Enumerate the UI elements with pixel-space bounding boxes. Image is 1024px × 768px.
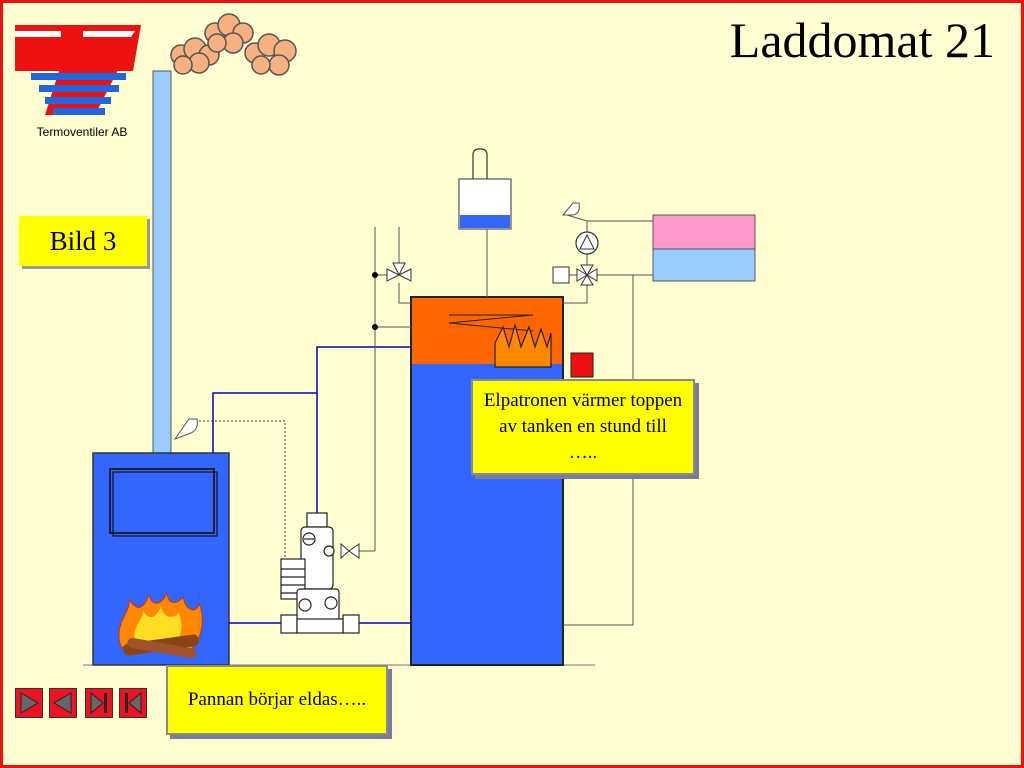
heater-note: Elpatronen värmer toppen av tanken en st… xyxy=(471,379,695,475)
last-slide-icon xyxy=(90,691,107,715)
next-slide-icon xyxy=(20,692,39,714)
heater-note-text: Elpatronen värmer toppen av tanken en st… xyxy=(483,390,683,463)
first-slide-button[interactable] xyxy=(119,688,147,718)
boiler-pipes xyxy=(212,346,411,624)
previous-slide-button[interactable] xyxy=(49,688,77,718)
first-slide-icon xyxy=(125,691,142,715)
boiler-note: Pannan börjar eldas….. xyxy=(166,665,388,735)
next-slide-button[interactable] xyxy=(15,688,43,718)
picture-label: Bild 3 xyxy=(19,216,147,266)
pump-icon xyxy=(575,231,599,255)
boiler xyxy=(92,452,230,666)
system-diagram xyxy=(15,13,756,666)
slide-title: Laddomat 21 xyxy=(729,12,995,68)
laddomat-unit-icon xyxy=(280,512,360,634)
sensor-line xyxy=(199,420,286,563)
thermostat-icon xyxy=(561,202,580,216)
fire-icon xyxy=(118,591,203,659)
company-name: Termoventiler AB xyxy=(36,125,128,139)
radiator-circuit xyxy=(652,214,756,282)
heating-element-icon xyxy=(494,322,594,378)
smoke-cloud xyxy=(170,13,297,76)
pipe-junctions xyxy=(372,272,378,330)
chimney xyxy=(152,70,172,456)
expansion-vessel xyxy=(458,148,512,297)
actuator-box xyxy=(552,266,570,284)
previous-slide-icon xyxy=(53,692,72,714)
logo xyxy=(15,25,141,115)
thermostat-icon xyxy=(173,418,198,441)
boiler-note-text: Pannan börjar eldas….. xyxy=(187,689,367,710)
last-slide-button[interactable] xyxy=(85,688,113,718)
valve-icon xyxy=(340,262,598,560)
